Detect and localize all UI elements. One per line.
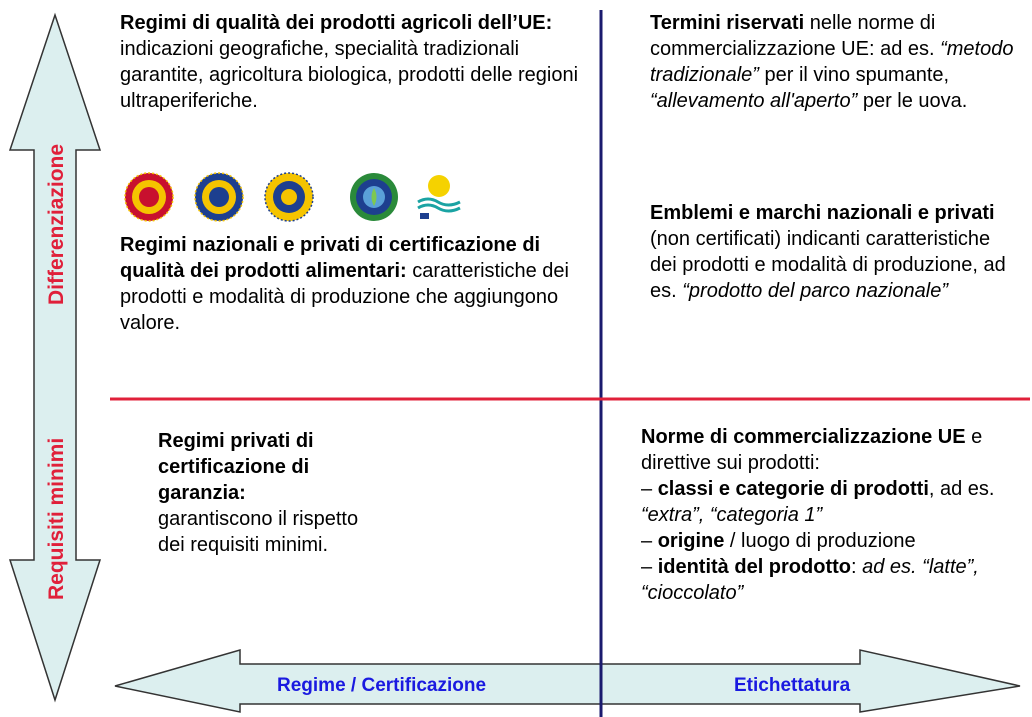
reserved-terms-heading: Termini riservati — [650, 12, 805, 34]
quadrant-top-right-text2: Emblemi e marchi nazionali e privati (no… — [650, 200, 1020, 304]
origin-label: origine — [657, 530, 725, 552]
national-private-schemes-heading: Regimi nazionali e privati di certificaz… — [120, 234, 541, 282]
reserved-terms-text3: per le uova. — [857, 90, 968, 112]
quality-logos-row — [124, 172, 464, 224]
product-identity-label: identità del prodotto — [657, 556, 851, 578]
axis-label-regime-certificazione: Regime / Certificazione — [277, 675, 487, 696]
private-guarantee-schemes-text: garantiscono il rispetto dei requisiti m… — [158, 508, 359, 556]
dop-seal-icon — [124, 172, 174, 222]
reserved-terms-example1: “metodo tradizionale” — [650, 38, 1014, 86]
organic-seal-icon — [350, 173, 398, 221]
vertical-double-arrow — [8, 12, 102, 703]
product-identity-example: ad es. “latte”, “cioccolato” — [641, 556, 979, 604]
reserved-terms-text1: nelle norme di commercializzazione UE: a… — [650, 12, 941, 60]
quadrant-bottom-left: Regimi privati di certificazione di gara… — [158, 428, 388, 558]
horizontal-double-arrow — [114, 649, 1021, 713]
national-private-schemes-text: caratteristiche dei prodotti e modalità … — [120, 260, 569, 334]
axis-label-differenziazione: Differenziazione — [45, 143, 68, 305]
list-dash: – — [641, 478, 658, 500]
emblems-marks-example: “prodotto del parco nazionale” — [682, 280, 948, 302]
list-dash: – — [641, 530, 658, 552]
private-guarantee-schemes-heading: Regimi privati di certificazione di gara… — [158, 430, 314, 504]
quadrant-top-left-text1: Regimi di qualità dei prodotti agricoli … — [120, 10, 590, 114]
axis-label-etichettatura: Etichettatura — [734, 675, 851, 696]
product-classes-text: , ad es. — [928, 478, 995, 500]
stg-seal-icon — [264, 172, 314, 222]
emblems-marks-text: (non certificati) indicanti caratteristi… — [650, 228, 1006, 302]
quadrant-top-right-text1: Termini riservati nelle norme di commerc… — [650, 10, 1020, 114]
eu-quality-schemes-heading: Regimi di qualità dei prodotti agricoli … — [120, 12, 553, 34]
reserved-terms-example2: “allevamento all'aperto” — [650, 90, 858, 112]
list-dash: – — [641, 556, 658, 578]
product-identity-text: : — [851, 556, 863, 578]
outermost-regions-icon — [417, 175, 461, 219]
marketing-standards-heading: Norme di commercializzazione UE — [641, 426, 966, 448]
product-classes-example: “extra”, “categoria 1” — [641, 504, 823, 526]
emblems-marks-heading: Emblemi e marchi nazionali e privati — [650, 202, 995, 224]
eu-quality-schemes-text: indicazioni geografiche, specialità trad… — [120, 38, 579, 112]
igp-seal-icon — [194, 172, 244, 222]
origin-text: / luogo di produzione — [724, 530, 916, 552]
product-classes-label: classi e categorie di prodotti — [657, 478, 929, 500]
quadrant-top-left-text2: Regimi nazionali e privati di certificaz… — [120, 232, 590, 336]
axis-label-requisiti-minimi: Requisiti minimi — [45, 437, 68, 600]
quadrant-bottom-right: Norme di commercializzazione UE e dirett… — [641, 424, 1026, 606]
marketing-standards-text: e direttive sui prodotti: — [641, 426, 983, 474]
reserved-terms-text2: per il vino spumante, — [758, 64, 950, 86]
